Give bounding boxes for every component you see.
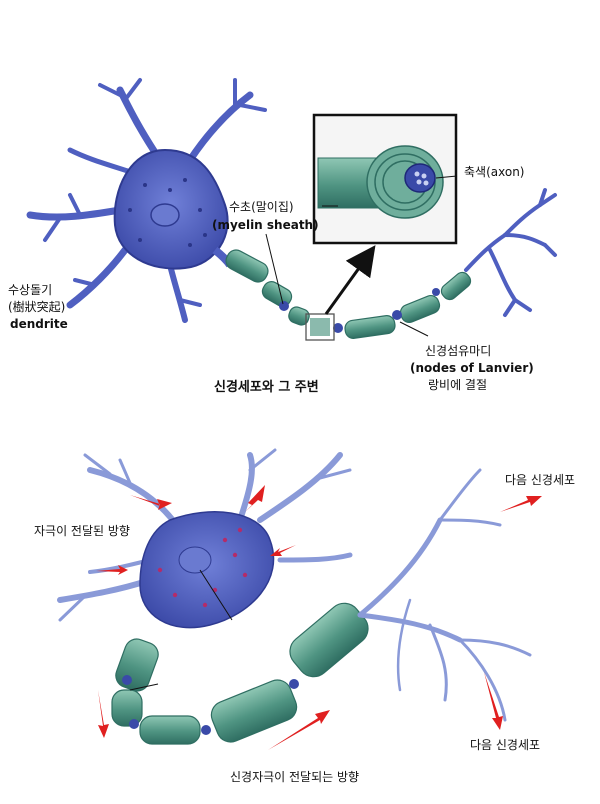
bottom-axon-terminals [357,468,532,722]
top-inset-myelin-roll [317,145,444,219]
myelin-label-korean: 수초(말이집) [229,200,294,214]
top-zoom-arrow [324,245,376,315]
axon-label: 축색(axon) [464,165,525,179]
top-axon-terminals [464,188,557,317]
top-nodes-of-ranvier [279,288,440,333]
bottom-cell-body [139,511,275,629]
nodes-label-english: (nodes of Lanvier) [410,361,534,375]
top-leader-lines [265,175,458,337]
top-inset-axon-core [404,163,436,193]
stimulus-direction-label: 자극이 전달된 방향 [34,524,130,538]
dendrite-label-hanja: (樹狀突起) [8,300,66,314]
dendrite-label-english: dendrite [10,317,68,331]
top-dendrites [26,78,267,323]
dendrite-label-korean: 수상돌기 [8,283,53,297]
next-neuron-label-top: 다음 신경세포 [505,473,576,487]
bottom-caption: 신경자극이 전달되는 방향 [230,770,360,784]
bottom-neuron [57,448,542,750]
top-caption: 신경세포와 그 주변 [214,380,319,395]
bottom-cytoplasm-dots [157,527,248,608]
bottom-nodes-of-ranvier [122,675,299,735]
bottom-nucleus [178,546,212,574]
top-cytoplasm-dots [128,178,207,247]
top-axon-zoom-box [305,313,335,341]
next-neuron-label-bottom: 다음 신경세포 [470,738,541,752]
top-nucleus [150,203,180,227]
nodes-label-ranvier: 랑비에 결절 [428,378,488,392]
bottom-myelin-segments [111,602,369,745]
top-neuron [26,78,557,341]
top-myelin-segments [225,249,472,339]
bottom-direction-arrows [96,485,542,750]
nodes-label-korean: 신경섬유마디 [425,344,492,358]
myelin-label-english: (myelin sheath) [212,218,319,232]
